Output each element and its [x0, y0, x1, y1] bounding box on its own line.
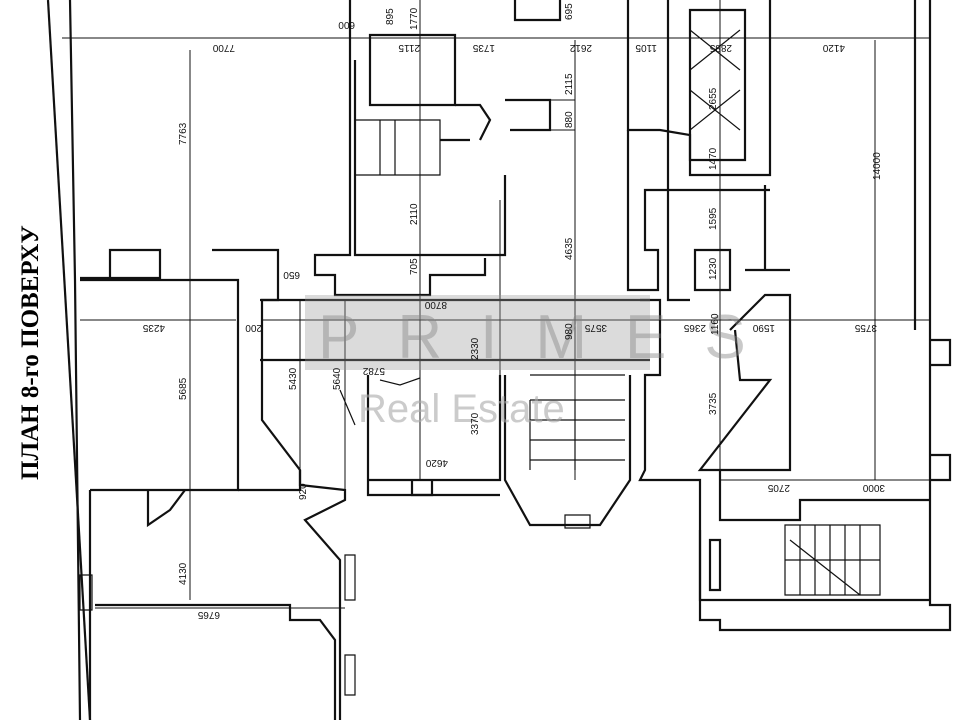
plan-title: ПЛАН 8-го ПОВЕРХУ	[17, 225, 44, 480]
dimension-label: 2885	[709, 42, 732, 53]
dimension-label: 2705	[767, 482, 790, 493]
dimension-label: 1770	[409, 7, 420, 30]
dimension-label: 5640	[332, 367, 343, 390]
dimension-label: 1595	[708, 207, 719, 230]
dimension-label: 2612	[569, 42, 592, 53]
dimension-label: 1470	[708, 147, 719, 170]
dimension-label: 6765	[197, 609, 220, 620]
dimension-label: 2115	[398, 42, 420, 53]
dimension-label: 2110	[409, 203, 420, 225]
dimension-label: 3575	[584, 322, 607, 333]
dimension-label: 5430	[288, 367, 299, 390]
dimension-label: 980	[564, 323, 575, 340]
dimension-label: 2365	[683, 322, 706, 333]
svg-text:PRIMES: PRIMES	[318, 303, 784, 372]
dimension-label: 4620	[425, 457, 448, 468]
dimension-label: 200	[245, 322, 262, 333]
dimension-label: 880	[564, 111, 575, 128]
dimension-label: 1160	[710, 313, 721, 335]
dimension-label: 650	[283, 269, 300, 280]
dimension-label: 1230	[708, 257, 719, 280]
dimension-label: 3370	[470, 412, 481, 435]
dimension-label: 1735	[472, 42, 495, 53]
dimension-label: 695	[564, 3, 575, 20]
dimension-label: 3755	[854, 322, 877, 333]
dimension-label: 3000	[862, 482, 885, 493]
dimension-label: 920	[298, 483, 309, 500]
svg-text:Real Estate: Real Estate	[358, 387, 565, 431]
dimension-label: 1590	[752, 322, 775, 333]
dimension-labels: 7700 7763 4235 5685 4130 6765 200 5430 5…	[142, 3, 885, 620]
dimension-label: 1105	[635, 42, 657, 53]
dimension-label: 2330	[470, 337, 481, 360]
dimension-lines	[62, 0, 930, 609]
dimension-label: 7763	[178, 122, 189, 145]
dimension-label: 895	[385, 8, 396, 25]
dimension-label: 2115	[564, 73, 575, 95]
dimension-label: 5685	[178, 377, 189, 400]
dimension-label: 600	[338, 19, 355, 30]
dimension-label: 14000	[872, 152, 883, 180]
dimension-label: 4130	[178, 562, 189, 585]
dimension-label: 2655	[708, 87, 719, 110]
dimension-label: 705	[409, 258, 420, 275]
dimension-label: 3735	[708, 392, 719, 415]
dimension-label: 5782	[362, 365, 385, 376]
dimension-label: 4635	[564, 237, 575, 260]
dimension-label: 4120	[822, 42, 845, 53]
dimension-label: 7700	[212, 42, 235, 53]
watermark: PRIMES Real Estate	[305, 295, 784, 431]
dimension-label: 8700	[424, 299, 447, 310]
dimension-label: 4235	[142, 322, 165, 333]
